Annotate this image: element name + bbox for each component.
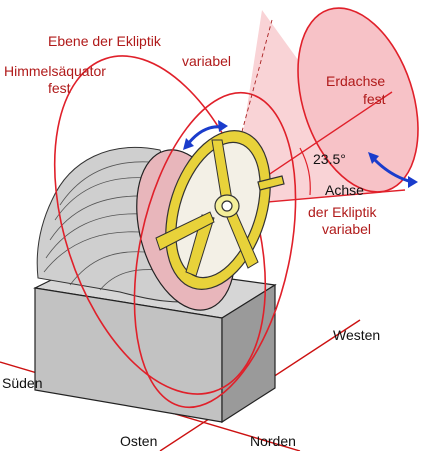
labels: Ebene der Ekliptik variabel Himmelsäquat… <box>2 33 386 449</box>
label-earth-axis: Erdachse <box>326 73 385 89</box>
label-east: Osten <box>120 433 157 449</box>
label-ecliptic-axis: der Ekliptik <box>308 204 377 220</box>
ecliptic-ellipse <box>133 91 297 409</box>
label-ecliptic-variable: variabel <box>182 53 231 69</box>
rotation-arrows <box>183 120 418 188</box>
label-west: Westen <box>333 327 380 343</box>
label-south: Süden <box>2 375 42 391</box>
precession-cone <box>232 7 419 205</box>
label-earth-axis-fixed: fest <box>363 91 386 107</box>
golden-wheel <box>155 130 285 290</box>
label-ecliptic-plane: Ebene der Ekliptik <box>48 33 162 49</box>
label-angle: 23.5° <box>313 151 346 167</box>
angle-arc <box>299 147 311 196</box>
label-north: Norden <box>250 433 296 449</box>
label-ecliptic-axis-variable: variabel <box>322 221 371 237</box>
label-celestial-fixed: fest <box>48 80 71 96</box>
label-axis: Achse <box>325 182 364 198</box>
label-celestial-equator: Himmelsäquator <box>4 63 106 79</box>
